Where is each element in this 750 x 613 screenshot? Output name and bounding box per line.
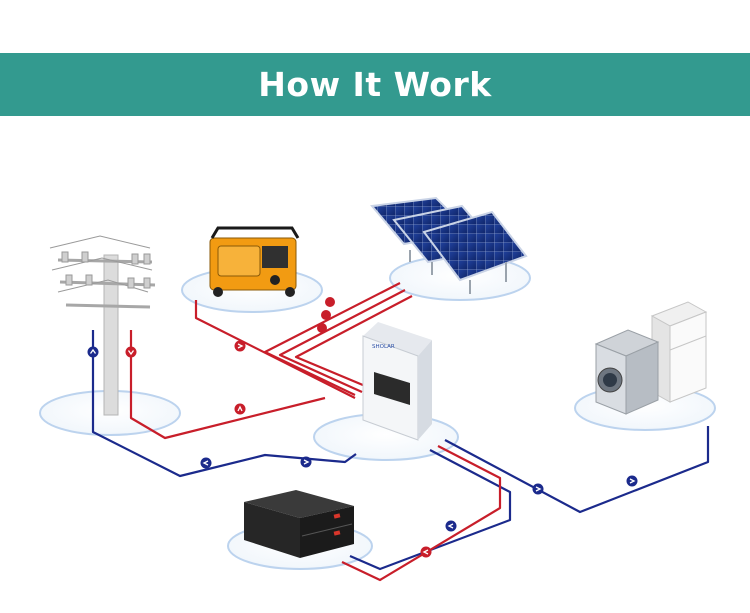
flow-marker xyxy=(87,346,99,358)
line-inverter-appliances xyxy=(444,426,710,514)
solar-panels-icon xyxy=(370,196,528,294)
flow-marker xyxy=(626,475,638,487)
line-pole-red xyxy=(129,330,326,440)
power-lines xyxy=(91,282,710,582)
line-solar-inverter-3 xyxy=(294,295,413,390)
line-generator-inverter xyxy=(194,300,356,399)
generator-icon xyxy=(209,226,300,297)
flow-marker xyxy=(321,310,331,320)
flow-marker xyxy=(445,520,457,532)
title-banner: How It Work xyxy=(0,53,750,116)
flow-marker xyxy=(532,483,544,495)
flow-marker xyxy=(420,546,432,558)
inverter-brand-label: SHOLAR xyxy=(372,344,395,350)
flow-marker xyxy=(300,456,312,468)
line-pole-blue xyxy=(91,330,357,478)
flow-marker xyxy=(317,323,327,333)
line-battery-red xyxy=(341,445,502,582)
flow-marker xyxy=(325,297,335,307)
flow-markers xyxy=(87,297,638,558)
page-title: How It Work xyxy=(258,65,492,104)
utility-pole-icon xyxy=(49,235,156,416)
line-solar-inverter-1 xyxy=(263,282,401,396)
flow-marker xyxy=(200,457,212,469)
flow-marker xyxy=(234,403,246,415)
line-battery-blue xyxy=(349,449,512,571)
appliances-icon xyxy=(594,301,708,415)
flow-marker xyxy=(234,340,246,352)
inverter-icon: SHOLAR xyxy=(362,322,432,441)
battery-storage-icon xyxy=(244,490,354,558)
line-solar-inverter-2 xyxy=(278,289,406,394)
flow-marker xyxy=(125,346,137,358)
